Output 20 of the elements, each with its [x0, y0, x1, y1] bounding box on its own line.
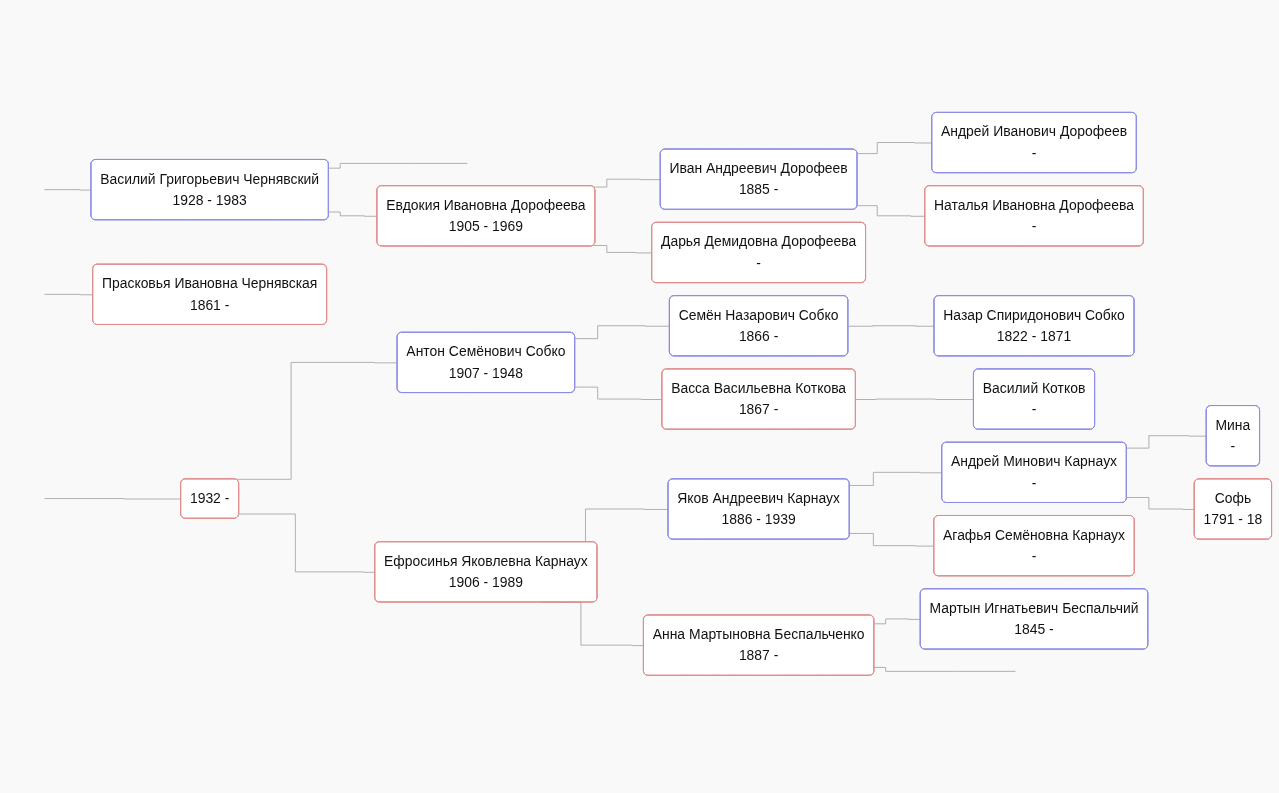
connector	[593, 178, 662, 188]
connector	[857, 142, 933, 155]
connector	[44, 498, 182, 500]
connector	[574, 325, 671, 340]
connector	[44, 293, 94, 296]
connector	[238, 513, 376, 573]
connector	[873, 618, 922, 625]
connector	[593, 245, 653, 254]
connector	[849, 532, 935, 547]
connector	[849, 471, 943, 486]
connector	[328, 162, 468, 169]
connector	[873, 666, 1016, 672]
connector	[857, 205, 926, 217]
connector	[328, 211, 378, 217]
connector	[847, 325, 935, 327]
connector	[574, 386, 663, 400]
connector	[1126, 435, 1208, 449]
connector	[855, 398, 975, 400]
connector	[44, 189, 92, 191]
connector	[1126, 497, 1196, 510]
